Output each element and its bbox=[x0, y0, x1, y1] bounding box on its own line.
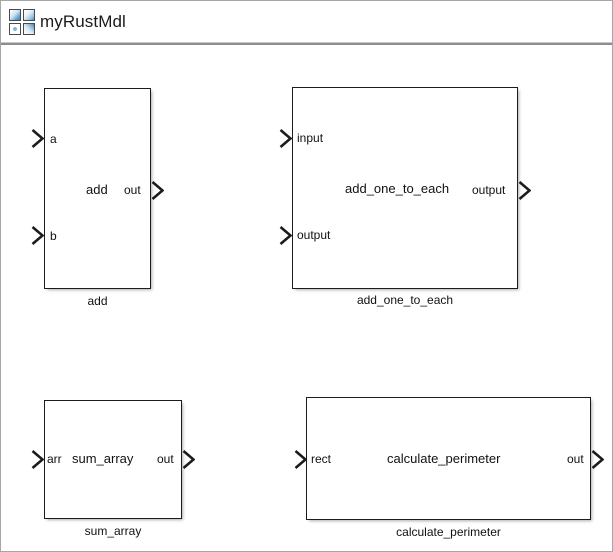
block-label-sum-array: sum_array bbox=[72, 451, 134, 466]
input-port-label-rect: rect bbox=[311, 452, 332, 466]
block-caption-add-one-to-each: add_one_to_each bbox=[356, 293, 454, 307]
input-port-arrow-a[interactable] bbox=[31, 129, 44, 148]
input-port-label-arr: arr bbox=[47, 452, 62, 466]
output-port-arrow-output[interactable] bbox=[518, 181, 531, 200]
output-port-label-output: output bbox=[472, 183, 506, 197]
input-port-label-b: b bbox=[50, 229, 57, 243]
header-separator bbox=[1, 42, 612, 45]
block-add[interactable] bbox=[44, 88, 151, 289]
block-caption-sum-array: sum_array bbox=[84, 524, 142, 538]
block-caption-calculate-perimeter: calculate_perimeter bbox=[396, 525, 501, 539]
model-grid-icon bbox=[9, 8, 35, 35]
block-caption-add: add bbox=[87, 294, 108, 308]
input-port-arrow-rect[interactable] bbox=[294, 450, 307, 469]
output-port-arrow-perim-out[interactable] bbox=[591, 450, 604, 469]
block-label-add: add bbox=[86, 182, 108, 197]
input-port-arrow-b[interactable] bbox=[31, 226, 44, 245]
block-sum-array[interactable] bbox=[44, 400, 182, 519]
input-port-label-output: output bbox=[297, 228, 331, 242]
input-port-label-a: a bbox=[50, 132, 57, 146]
block-label-calculate-perimeter: calculate_perimeter bbox=[387, 451, 501, 466]
block-calculate-perimeter[interactable] bbox=[306, 397, 591, 520]
window-header: myRustMdl bbox=[1, 1, 612, 42]
input-port-label-input: input bbox=[297, 131, 324, 145]
output-port-label-sum-out: out bbox=[157, 452, 174, 466]
input-port-arrow-output[interactable] bbox=[279, 226, 292, 245]
output-port-arrow-out[interactable] bbox=[151, 181, 164, 200]
output-port-label-perim-out: out bbox=[567, 452, 584, 466]
output-port-arrow-sum-out[interactable] bbox=[182, 450, 195, 469]
block-label-add-one-to-each: add_one_to_each bbox=[345, 181, 450, 196]
input-port-arrow-arr[interactable] bbox=[31, 450, 44, 469]
model-canvas[interactable]: a b add out add input bbox=[2, 46, 611, 551]
block-add-one-to-each[interactable] bbox=[292, 87, 518, 289]
output-port-label-out: out bbox=[124, 183, 141, 197]
input-port-arrow-input[interactable] bbox=[279, 129, 292, 148]
page-title: myRustMdl bbox=[40, 12, 126, 31]
